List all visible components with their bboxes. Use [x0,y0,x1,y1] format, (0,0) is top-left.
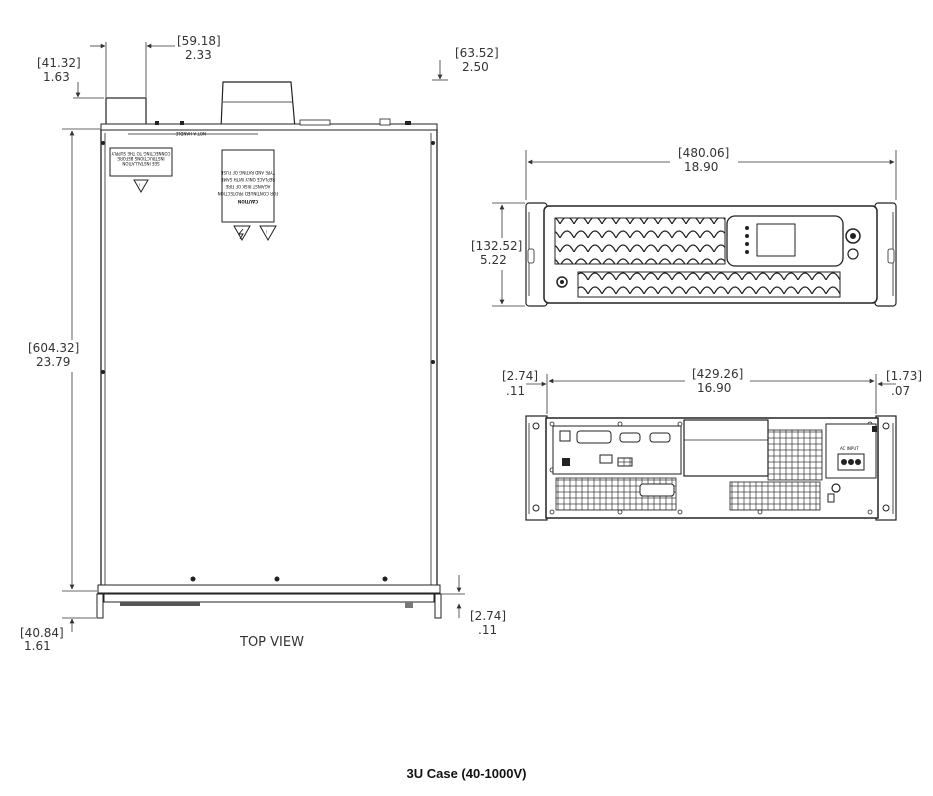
rear-strip [103,593,435,603]
svg-text:5.22: 5.22 [480,253,507,267]
usb-port-icon [562,458,570,466]
figure-caption: 3U Case (40-1000V) [406,766,527,781]
screw-icon [274,576,280,582]
svg-text:[2.74]: [2.74] [470,609,506,623]
svg-text:[63.52]: [63.52] [455,46,499,60]
dim-rear-offset: [2.74] .11 [440,575,506,637]
svg-text:SEE INSTALLATION: SEE INSTALLATION [122,161,159,166]
db25-connector-icon [576,430,612,444]
dim-rear-left-ear: [2.74] .11 [502,369,548,414]
front-view: [480.06] 18.90 [132.52] 5.22 [471,146,897,307]
dim-front-height: [132.52] 5.22 [471,202,525,307]
handle-warning-text: NOT A HANDLE [175,131,206,136]
svg-text:2.50: 2.50 [462,60,489,74]
rear-vent-grid [729,481,821,511]
svg-text:[40.84]: [40.84] [20,626,64,640]
svg-text:[429.26]: [429.26] [692,367,743,381]
svg-text:!: ! [266,230,268,235]
screw-icon [382,576,388,582]
high-voltage-icon [233,225,251,242]
svg-text:TYPE AND RATING OF FUSE: TYPE AND RATING OF FUSE [220,170,276,175]
rear-fan-housing [683,419,769,477]
svg-text:[59.18]: [59.18] [177,34,221,48]
svg-text:1.63: 1.63 [43,70,70,84]
svg-text:.11: .11 [478,623,497,637]
dim-rear-mount-width: [429.26] 16.90 [548,367,877,414]
ethernet-port-icon [559,430,571,442]
svg-text:!: ! [139,183,141,188]
warning-triangle-icon [133,179,149,193]
svg-text:.07: .07 [891,384,910,398]
ground-stud-icon [831,483,841,493]
top-view: NOT A HANDLE SEE INSTALLATION INSTRUCTIO… [20,34,506,653]
svg-text:AGAINST RISK OF FIRE: AGAINST RISK OF FIRE [225,184,270,189]
db9-connector-icon [619,432,641,443]
rear-view: AC INPUT [2.74] .11 [429.26] 16.90 [1.73… [502,367,922,521]
front-vent-upper [554,217,726,265]
caution-sticker-left: SEE INSTALLATION INSTRUCTIONS BEFORE CON… [109,147,173,193]
dim-top-protrusion: [63.52] 2.50 [432,46,499,81]
front-panel-protrusion [220,81,296,129]
dim-front-width: [480.06] 18.90 [525,146,897,200]
svg-text:2.33: 2.33 [185,48,212,62]
svg-text:23.79: 23.79 [36,355,70,369]
svg-text:[132.52]: [132.52] [471,239,522,253]
dim-handle-width: [59.18] 2.33 [90,34,221,97]
svg-text:1.61: 1.61 [24,639,51,653]
svg-text:INSTRUCTIONS BEFORE: INSTRUCTIONS BEFORE [117,156,165,161]
rear-vent-grid [767,429,823,481]
caution-sticker-right: CAUTION FOR CONTINUED PROTECTION AGAINST… [218,149,279,242]
dim-rear-right-ear: [1.73] .07 [877,369,922,398]
encoder-knob-icon [847,248,859,260]
svg-text:CAUTION: CAUTION [238,199,258,204]
dim-rear-extension: [40.84] 1.61 [20,617,96,653]
dim-handle-height: [41.32] 1.63 [37,56,104,99]
svg-text:[2.74]: [2.74] [502,369,538,383]
svg-text:REPLACE ONLY WITH SAME: REPLACE ONLY WITH SAME [221,177,276,182]
svg-text:.11: .11 [506,384,525,398]
svg-text:CONNECTING TO THE SUPPLY: CONNECTING TO THE SUPPLY [111,151,170,156]
dim-depth: [604.32] 23.79 [28,128,100,592]
svg-text:[604.32]: [604.32] [28,341,79,355]
front-vent-lower [577,271,841,298]
svg-text:AC INPUT: AC INPUT [840,446,859,451]
db9-connector-icon [649,432,671,443]
svg-text:[1.73]: [1.73] [886,369,922,383]
svg-text:[480.06]: [480.06] [678,146,729,160]
svg-text:16.90: 16.90 [697,381,731,395]
warning-triangle-icon [259,225,277,242]
svg-text:[41.32]: [41.32] [37,56,81,70]
top-view-label: TOP VIEW [239,635,304,650]
svg-text:18.90: 18.90 [684,160,718,174]
screw-icon [190,576,196,582]
svg-text:FOR CONTINUED PROTECTION: FOR CONTINUED PROTECTION [218,191,279,196]
